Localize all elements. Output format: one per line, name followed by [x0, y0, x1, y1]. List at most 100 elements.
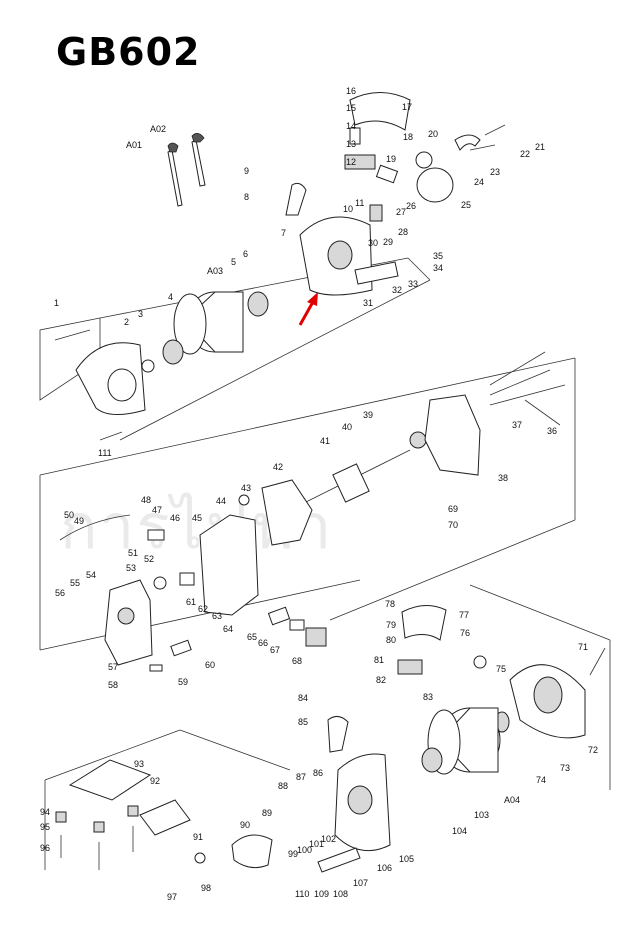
part-label: 81: [374, 655, 384, 665]
part-label: 74: [536, 775, 546, 785]
part-label: 11: [355, 198, 364, 208]
motor-housing-38: [424, 394, 481, 476]
part-label: 71: [578, 642, 588, 652]
part-label: 22: [520, 149, 530, 159]
tool-rest-31: [354, 261, 399, 285]
part-label: 5: [231, 257, 236, 267]
wrench-A01: [167, 149, 183, 207]
part-label: 2: [124, 317, 129, 327]
part-label: 4: [168, 292, 173, 302]
part-label: 38: [498, 473, 508, 483]
wrenches: [167, 133, 206, 207]
part-label: 83: [423, 692, 433, 702]
grommet-68: [305, 627, 327, 647]
switch-assembly: [59, 514, 327, 672]
part-label: 90: [240, 820, 250, 830]
part-label: 48: [141, 495, 151, 505]
eye-shield-76: [401, 605, 447, 641]
part-label: 75: [496, 664, 506, 674]
part-label: 108: [333, 889, 348, 899]
part-label: 7: [281, 228, 286, 238]
part-label: 34: [433, 263, 443, 273]
part-label: 17: [402, 102, 412, 112]
part-label: A04: [504, 795, 520, 805]
bracket-15: [349, 127, 361, 145]
part-label: A03: [207, 266, 223, 276]
part-label: 82: [376, 675, 386, 685]
part-label: 42: [273, 462, 283, 472]
rubber-67: [289, 619, 305, 631]
part-label: 93: [134, 759, 144, 769]
cord-49: [59, 514, 131, 541]
part-label: A02: [150, 124, 166, 134]
tray-92: [139, 799, 191, 836]
part-label: 64: [223, 624, 233, 634]
part-label: 32: [392, 285, 402, 295]
part-label: 52: [144, 554, 154, 564]
part-label: 67: [270, 645, 280, 655]
switch-47: [147, 529, 165, 541]
capacitor-60: [170, 639, 192, 657]
part-label: 37: [512, 420, 522, 430]
bracket-82: [397, 659, 423, 675]
part-label: 49: [74, 516, 84, 526]
part-label: 28: [398, 227, 408, 237]
part-label: 111: [98, 448, 112, 458]
screw-71: [589, 647, 606, 676]
eye-shield-cover: [349, 92, 411, 131]
knob-19: [375, 164, 399, 184]
model-title: GB602: [56, 30, 201, 74]
part-label: 84: [298, 693, 308, 703]
part-label: 19: [386, 154, 396, 164]
part-label: 109: [314, 889, 329, 899]
knob-75: [473, 655, 487, 669]
part-label: 36: [547, 426, 557, 436]
part-label: 13: [346, 139, 356, 149]
part-label: 26: [406, 201, 416, 211]
part-label: 78: [385, 599, 395, 609]
part-label: 94: [40, 807, 50, 817]
part-label: 18: [403, 132, 413, 142]
part-label: 54: [86, 570, 96, 580]
part-label: A01: [126, 140, 142, 150]
part-label: 59: [178, 677, 188, 687]
part-number-labels: 16 17 15 14 13 12 18 19 20 21 22 23 24 2…: [40, 86, 598, 902]
screw-1: [54, 329, 91, 341]
screw-111: [99, 431, 123, 441]
part-label: 25: [461, 200, 471, 210]
part-label: 23: [490, 167, 500, 177]
part-label: 85: [298, 717, 308, 727]
section-frames: [39, 257, 611, 870]
flange-4: [162, 339, 184, 365]
part-label: 35: [433, 251, 443, 261]
part-label: 100: [297, 845, 312, 855]
part-label: 6: [243, 249, 248, 259]
part-label: 1: [54, 298, 59, 308]
part-label: 73: [560, 763, 570, 773]
part-label: 105: [399, 854, 414, 864]
part-label: 10: [343, 204, 353, 214]
wrench-A02: [191, 139, 206, 187]
part-label: 40: [342, 422, 352, 432]
part-label: 31: [363, 298, 373, 308]
part-label: 50: [64, 510, 74, 520]
bracket-9: [285, 182, 307, 216]
clamp-24: [454, 134, 481, 151]
part-label: 20: [428, 129, 438, 139]
base-assembly: [55, 759, 206, 870]
left-wheel-stack: [54, 291, 269, 441]
part-label: 98: [201, 883, 211, 893]
flange-5: [247, 291, 269, 317]
part-label: 33: [408, 279, 418, 289]
part-label: 43: [241, 483, 251, 493]
part-label: 58: [108, 680, 118, 690]
part-label: 14: [346, 121, 356, 131]
bearing-39: [409, 431, 427, 449]
washer-53: [153, 576, 167, 590]
part-label: 29: [383, 237, 393, 247]
upper-right-assembly: [285, 92, 506, 296]
part-label: 16: [346, 86, 356, 96]
part-label: 101: [309, 839, 324, 849]
part-label: 80: [386, 635, 396, 645]
part-label: 8: [244, 192, 249, 202]
